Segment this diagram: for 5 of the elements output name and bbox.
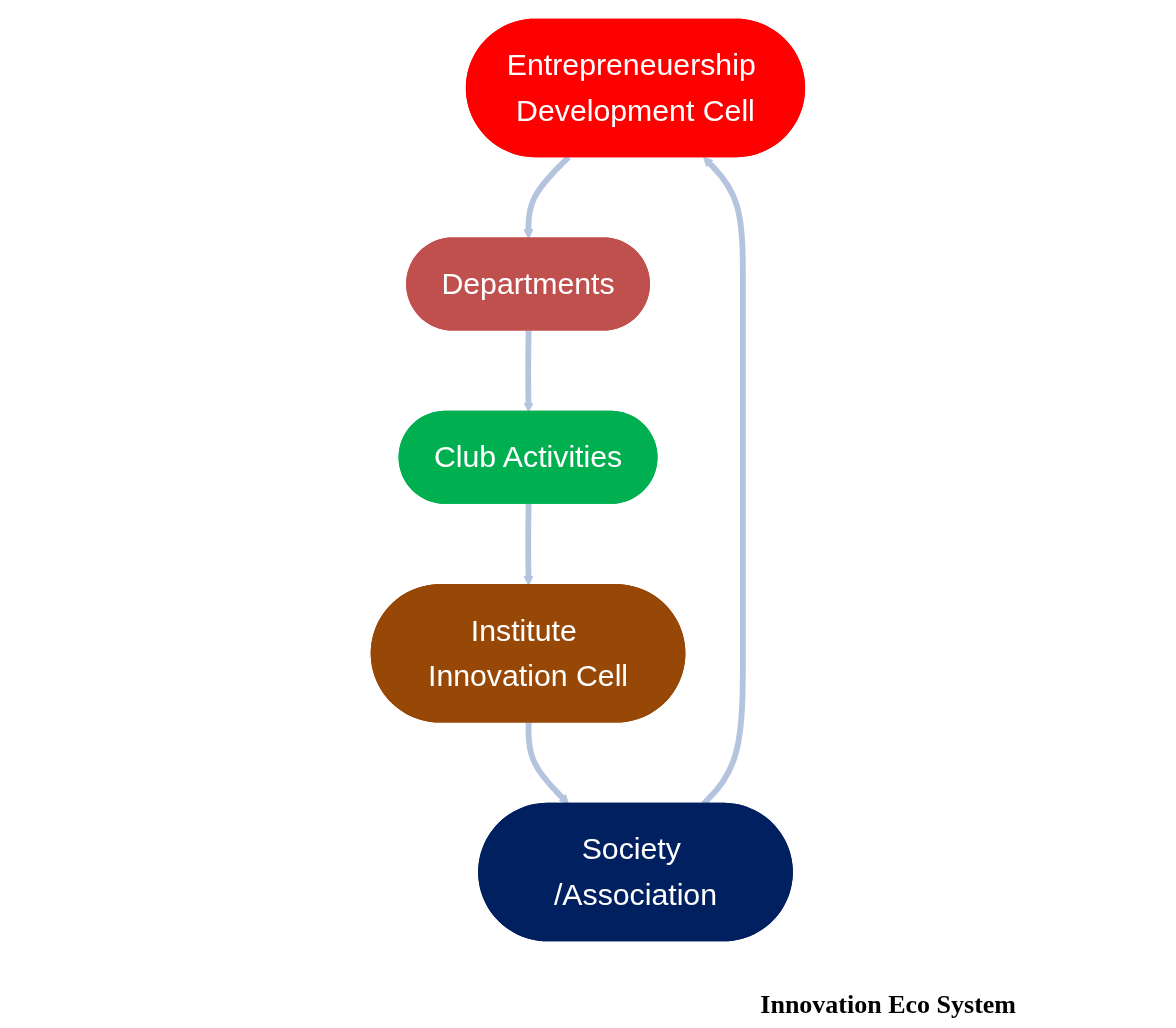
arrow	[523, 503, 534, 586]
arrow	[523, 155, 571, 240]
caption: Innovation Eco System	[760, 990, 1016, 1020]
arrow	[525, 722, 570, 805]
arrow	[523, 330, 534, 413]
